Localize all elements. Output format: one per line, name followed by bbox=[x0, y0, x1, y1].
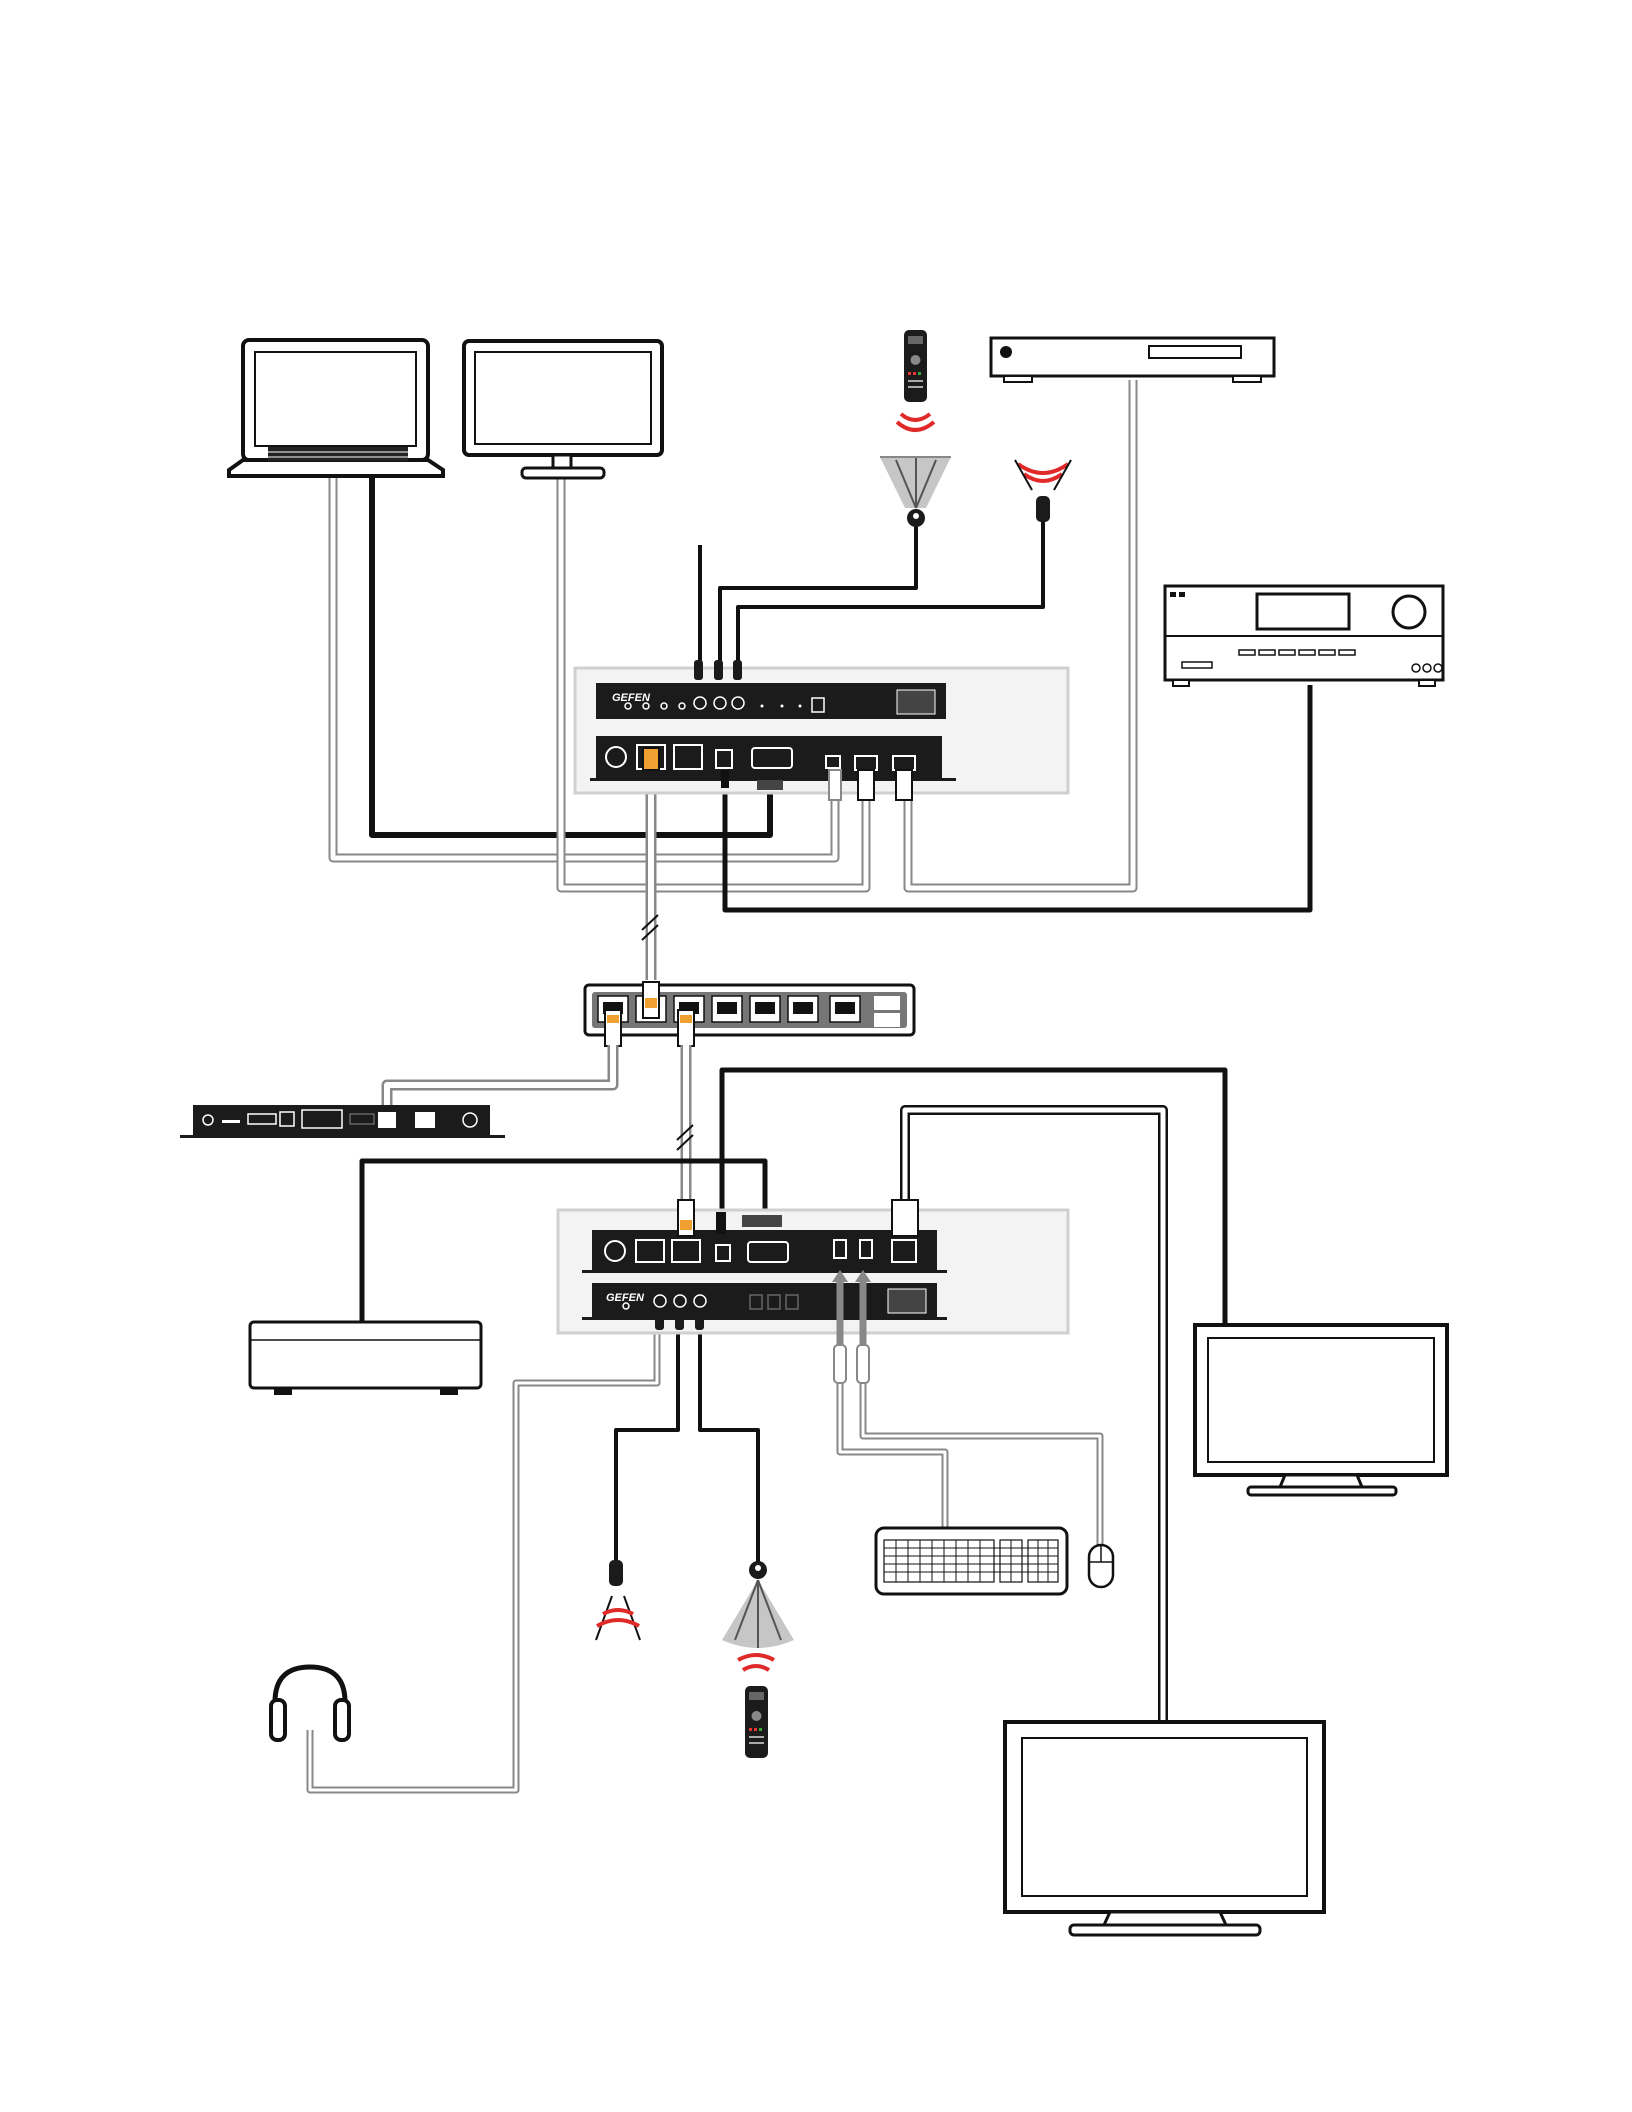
ir-remote-top bbox=[897, 330, 934, 430]
sender-unit: GEFEN bbox=[575, 668, 1068, 793]
network-switch bbox=[585, 985, 914, 1035]
mouse bbox=[1089, 1545, 1113, 1587]
ir-emitter-cable bbox=[738, 520, 1043, 670]
large-display bbox=[1005, 1722, 1324, 1935]
ir-emitter-bottom-cable bbox=[616, 1315, 678, 1565]
cables-lower bbox=[310, 1070, 1225, 1790]
receiver-brand-logo: GEFEN bbox=[606, 1292, 645, 1304]
receiver-unit: GEFEN bbox=[558, 1210, 1068, 1333]
headphones bbox=[271, 1667, 349, 1740]
control-box bbox=[180, 1105, 505, 1138]
ir-receiver-bottom bbox=[722, 1561, 794, 1648]
ir-emitter-top bbox=[1015, 460, 1071, 522]
sender-brand-logo: GEFEN bbox=[612, 692, 651, 704]
ir-emitter-bottom bbox=[596, 1560, 640, 1640]
mouse-cable bbox=[863, 1380, 1100, 1545]
large-display-cable bbox=[905, 1110, 1163, 1725]
laptop bbox=[229, 340, 443, 476]
powered-speaker bbox=[250, 1322, 481, 1395]
control-box-ethernet-cable bbox=[387, 1045, 613, 1115]
blu-ray-player bbox=[991, 338, 1274, 382]
laptop-usb-cable bbox=[333, 470, 835, 858]
ir-receiver-top bbox=[880, 457, 951, 527]
av-receiver bbox=[1165, 586, 1443, 686]
computer-monitor bbox=[464, 341, 662, 478]
keyboard-cable bbox=[840, 1380, 945, 1530]
ir-remote-bottom bbox=[738, 1655, 774, 1758]
ir-receiver-cable bbox=[720, 520, 916, 670]
keyboard bbox=[876, 1528, 1067, 1594]
display-right bbox=[1195, 1325, 1447, 1495]
ir-receiver-bottom-cable bbox=[700, 1315, 758, 1565]
